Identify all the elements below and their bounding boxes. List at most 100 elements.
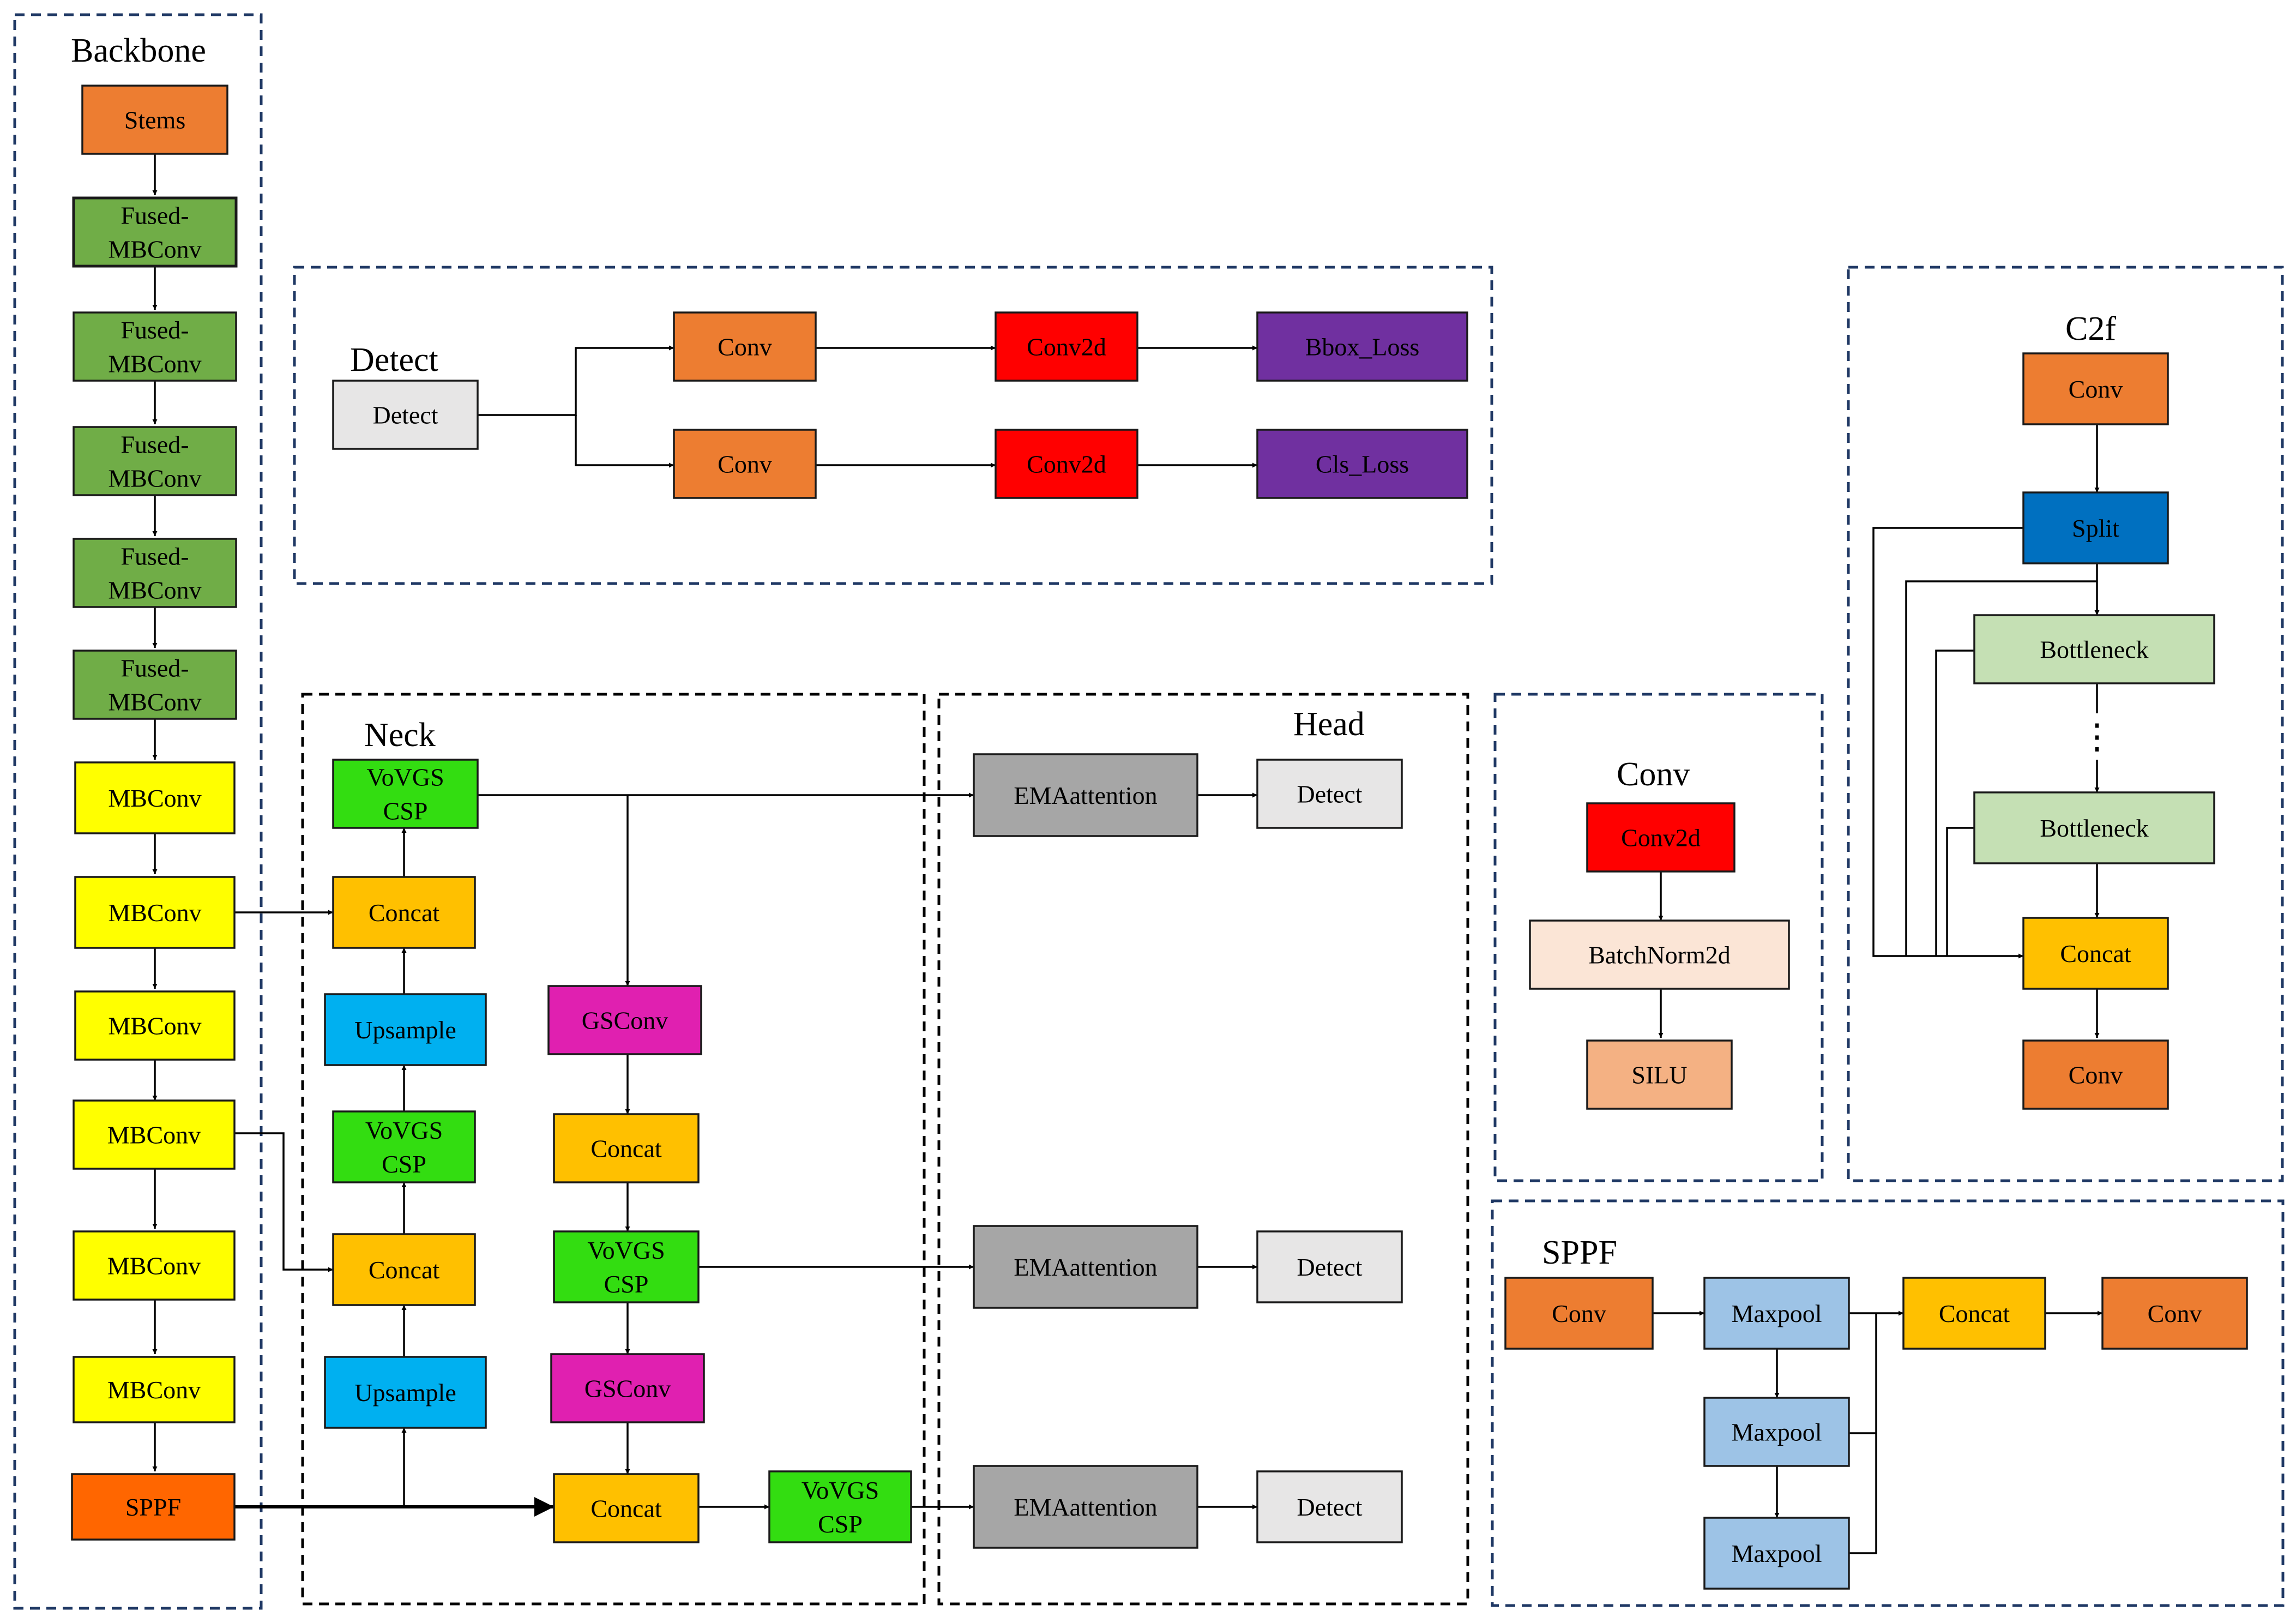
neck-concat-2: Concat xyxy=(332,1233,476,1306)
sppf-title: SPPF xyxy=(1542,1234,1617,1271)
mbconv-6-label: MBConv xyxy=(107,1376,201,1404)
fused-mbconv-5: Fused-MBConv xyxy=(73,650,237,720)
stems-box-label: Stems xyxy=(124,106,185,134)
mbconv-5-label: MBConv xyxy=(107,1252,201,1280)
mbconv-6-shape xyxy=(73,1356,236,1423)
head-ema-2-shape xyxy=(973,1225,1198,1309)
head-title: Head xyxy=(1293,706,1365,743)
conv-module-silu-label: SILU xyxy=(1631,1061,1687,1089)
head-detect-2-label: Detect xyxy=(1297,1253,1362,1281)
mbconv-4-shape xyxy=(73,1099,236,1170)
stems-box-shape xyxy=(81,85,228,155)
sppf-maxpool-2-shape xyxy=(1703,1397,1850,1467)
neck-upsample-1-shape xyxy=(324,993,487,1066)
neck-upsample-2-label: Upsample xyxy=(354,1379,456,1406)
neck-gsconv-1: GSConv xyxy=(547,985,702,1055)
c2f-conv-bottom-label: Conv xyxy=(2069,1061,2123,1089)
mbconv-4-label: MBConv xyxy=(107,1121,201,1149)
head-detect-2-shape xyxy=(1256,1230,1403,1303)
diagram-boxes: StemsFused-MBConvFused-MBConvFused-MBCon… xyxy=(71,85,2248,1590)
head-ema-1-label: EMAattention xyxy=(1014,782,1157,809)
detect-conv2d-bottom-label: Conv2d xyxy=(1027,450,1106,478)
neck-concat-2-label: Concat xyxy=(369,1256,440,1284)
head-frame xyxy=(937,693,1469,1606)
head-ema-3-label: EMAattention xyxy=(1014,1493,1157,1521)
mbconv-5: MBConv xyxy=(73,1230,236,1301)
conv-frame xyxy=(1493,693,1824,1182)
detect-title: Detect xyxy=(350,341,438,378)
detect-input-box-label: Detect xyxy=(372,401,438,429)
sppf-frame xyxy=(1491,1199,2285,1607)
neck-vovgscsp-4-shape xyxy=(768,1470,912,1543)
neck-frame xyxy=(301,693,926,1606)
c2f-concat: Concat xyxy=(2022,917,2169,990)
mbconv-1: MBConv xyxy=(74,761,236,834)
cls-loss-box: Cls_Loss xyxy=(1256,429,1468,499)
fused-mbconv-5-shape xyxy=(73,650,237,720)
neck-upsample-1-label: Upsample xyxy=(354,1016,456,1044)
detect-conv2d-top: Conv2d xyxy=(995,311,1138,382)
neck-upsample-2-shape xyxy=(324,1356,487,1429)
neck-concat-1: Concat xyxy=(332,876,476,949)
c2f-bottleneck-1-label: Bottleneck xyxy=(2040,636,2148,664)
detect-conv2d-top-shape xyxy=(995,311,1138,382)
sppf-conv-out-shape xyxy=(2101,1277,2248,1350)
neck-concat-3: Concat xyxy=(553,1113,700,1183)
sppf-maxpool-1-label: Maxpool xyxy=(1731,1300,1822,1327)
head-ema-1-shape xyxy=(973,753,1198,837)
sppf-concat-label: Concat xyxy=(1939,1300,2010,1327)
c2f-conv-bottom: Conv xyxy=(2022,1039,2169,1110)
fused-mbconv-3: Fused-MBConv xyxy=(73,426,237,496)
maxpool3-join xyxy=(1849,1433,1877,1554)
bottleneck2-loop xyxy=(1946,827,1974,956)
c2f-conv-top: Conv xyxy=(2022,352,2169,425)
head-detect-3: Detect xyxy=(1256,1470,1403,1543)
detect-conv-top: Conv xyxy=(673,311,817,382)
sppf-maxpool-3-shape xyxy=(1703,1517,1850,1590)
sppf-maxpool-1-shape xyxy=(1703,1277,1850,1350)
mbconv-2-label: MBConv xyxy=(108,899,201,927)
neck-concat-4-label: Concat xyxy=(590,1495,662,1523)
mbconv4-to-concat2 xyxy=(234,1132,333,1272)
detect-frame xyxy=(293,266,1493,585)
sppf-maxpool-2: Maxpool xyxy=(1703,1397,1850,1467)
neck-concat-3-shape xyxy=(553,1113,700,1183)
sppf-conv-out-label: Conv xyxy=(2148,1300,2202,1327)
connectors xyxy=(152,154,2102,1554)
sppf-conv-in: Conv xyxy=(1504,1277,1654,1350)
sppf-maxpool-2-label: Maxpool xyxy=(1731,1418,1822,1446)
neck-concat-4-shape xyxy=(553,1473,700,1543)
detect-fork xyxy=(478,345,674,416)
fused-mbconv-4-label: Fused-MBConv xyxy=(108,543,201,604)
backbone-title: Backbone xyxy=(71,32,206,69)
sppf-conv-out: Conv xyxy=(2101,1277,2248,1350)
stems-box: Stems xyxy=(81,85,228,155)
fused-mbconv-4: Fused-MBConv xyxy=(73,538,237,608)
neck-vovgscsp-1-shape xyxy=(332,759,479,829)
head-ema-1: EMAattention xyxy=(973,753,1198,837)
conv-module-batchnorm-label: BatchNorm2d xyxy=(1588,941,1731,969)
mbconv-3-shape xyxy=(74,990,236,1061)
neck-concat-4: Concat xyxy=(553,1473,700,1543)
detect-conv-bottom: Conv xyxy=(673,429,817,499)
neck-gsconv-2-shape xyxy=(550,1353,705,1423)
detect-conv2d-bottom-shape xyxy=(995,429,1138,499)
fused-mbconv-3-shape xyxy=(73,426,237,496)
c2f-conv-top-label: Conv xyxy=(2069,375,2123,403)
neck-title: Neck xyxy=(364,717,436,754)
mbconv-3-label: MBConv xyxy=(108,1012,201,1040)
c2f-bottleneck-2-label: Bottleneck xyxy=(2040,814,2148,842)
head-detect-3-label: Detect xyxy=(1297,1493,1362,1521)
bottleneck1-loop xyxy=(1935,650,1974,956)
head-detect-3-shape xyxy=(1256,1470,1403,1543)
neck-concat-1-shape xyxy=(332,876,476,949)
conv-module-conv2d-label: Conv2d xyxy=(1621,824,1701,852)
head-detect-2: Detect xyxy=(1256,1230,1403,1303)
fused-mbconv-1-shape xyxy=(72,196,238,268)
mbconv-1-label: MBConv xyxy=(108,784,201,812)
fused-mbconv-2-shape xyxy=(73,311,237,382)
detect-conv-bottom-shape xyxy=(673,429,817,499)
